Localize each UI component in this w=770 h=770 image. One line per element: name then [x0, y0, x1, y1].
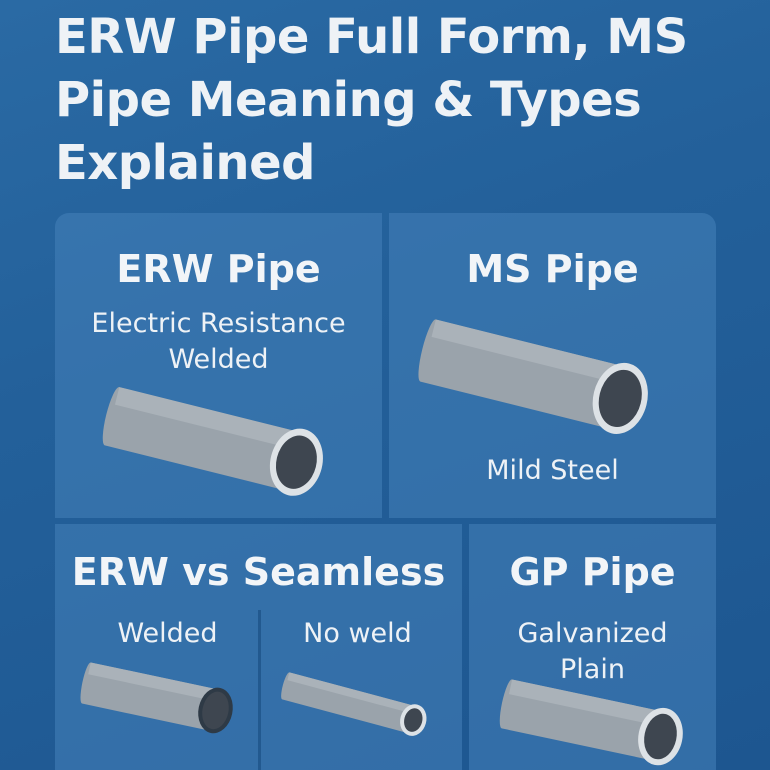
erw-pipe-panel: ERW Pipe Electric Resistance Welded	[55, 213, 382, 518]
gp-pipe-panel: GP Pipe Galvanized Plain	[469, 524, 716, 770]
no-weld-label: No weld	[303, 618, 412, 649]
ms-pipe-panel: MS Pipe Mild Steel	[389, 213, 716, 518]
erw-pipe-heading: ERW Pipe	[116, 247, 321, 291]
gp-pipe-heading: GP Pipe	[509, 550, 676, 594]
page-title: ERW Pipe Full Form, MS Pipe Meaning & Ty…	[55, 9, 688, 191]
ms-full-form: Mild Steel	[486, 455, 619, 486]
seamless-pipe-icon	[281, 672, 427, 736]
erw-vs-seamless-panel: ERW vs Seamless Welded No weld	[55, 524, 462, 770]
ms-pipe-heading: MS Pipe	[466, 247, 639, 291]
gp-full-form: Galvanized Plain	[517, 618, 668, 685]
welded-label: Welded	[117, 618, 218, 649]
erw-vs-seamless-heading: ERW vs Seamless	[71, 550, 446, 594]
erw-pipe-icon	[102, 387, 323, 496]
welded-pipe-icon	[80, 662, 233, 734]
gp-pipe-icon	[499, 679, 683, 766]
erw-full-form: Electric Resistance Welded	[91, 308, 346, 375]
comparison-divider	[258, 610, 261, 770]
ms-pipe-icon	[418, 319, 648, 434]
